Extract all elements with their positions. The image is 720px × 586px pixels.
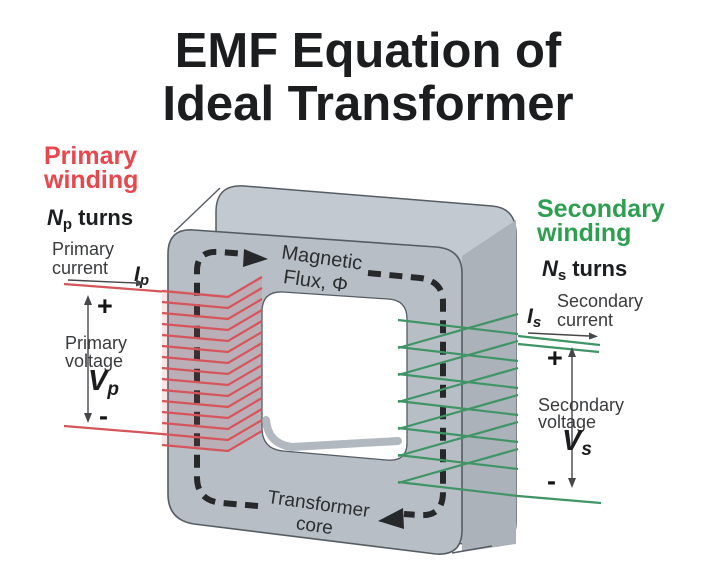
secondary-winding-turn	[397, 426, 519, 444]
core-window-inner-wall	[262, 416, 402, 452]
transformer-core	[167, 185, 517, 555]
secondary-winding	[397, 312, 602, 505]
secondary-current-arrowhead-icon	[589, 332, 598, 340]
primary-current-symbol: Ip	[134, 263, 149, 289]
secondary-lead-top-1	[517, 334, 601, 347]
primary-voltage-symbol: Vp	[88, 365, 119, 400]
primary-winding-turn	[161, 320, 263, 343]
primary-winding-turn	[161, 408, 263, 431]
primary-winding-turn	[161, 309, 263, 332]
primary-current-label-1: Primary	[52, 239, 114, 259]
secondary-winding-label-1: Secondary	[537, 195, 665, 223]
primary-lead-top	[63, 282, 163, 293]
secondary-winding-wrap	[397, 312, 519, 350]
flux-path-left	[194, 248, 259, 509]
primary-winding-turn	[161, 375, 263, 398]
secondary-winding-wrap	[397, 339, 519, 377]
core-right-side-face	[462, 220, 516, 552]
primary-current-arrowhead-icon	[136, 279, 145, 287]
primary-lead-bottom	[63, 424, 163, 436]
secondary-current-label-1: Secondary	[557, 291, 643, 311]
primary-voltage-label-2: voltage	[65, 351, 123, 371]
secondary-winding-turn	[397, 480, 519, 498]
primary-voltage-label-1: Primary	[65, 333, 127, 353]
primary-winding-turn	[161, 386, 263, 409]
primary-winding-turn	[161, 298, 263, 321]
primary-current-arrow	[67, 279, 137, 284]
primary-winding-turn	[161, 364, 263, 387]
primary-winding-turn	[161, 331, 263, 354]
magnetic-flux-loop	[194, 248, 446, 529]
secondary-voltage-symbol: Vs	[562, 425, 592, 460]
flux-path-right	[367, 270, 446, 519]
title-line-1: EMF Equation of	[175, 24, 562, 78]
flux-arrow-top-icon	[243, 249, 268, 267]
secondary-current-arrow	[527, 332, 590, 337]
secondary-winding-turn	[397, 399, 519, 417]
secondary-winding-wrap	[397, 420, 519, 458]
title-line-2: Ideal Transformer	[162, 77, 573, 131]
primary-minus-sign: -	[99, 401, 108, 431]
secondary-lead-bottom	[517, 494, 602, 505]
primary-winding-turn	[161, 287, 263, 310]
primary-plus-sign: +	[97, 291, 113, 321]
secondary-winding-turn	[397, 345, 519, 363]
secondary-winding-label-2: winding	[536, 219, 631, 247]
secondary-winding-wrap	[397, 366, 519, 404]
secondary-current-symbol: Is	[527, 305, 541, 331]
primary-winding-turn	[161, 353, 263, 376]
primary-winding-turn	[161, 430, 263, 453]
secondary-winding-wrap	[397, 393, 519, 431]
secondary-minus-sign: -	[547, 466, 556, 496]
primary-winding-turn	[161, 342, 263, 365]
primary-current-label-2: current	[52, 258, 108, 278]
primary-winding-label-2: winding	[43, 166, 138, 194]
core-window-hole	[261, 291, 408, 461]
secondary-voltage-arrowhead-down-icon	[568, 478, 576, 488]
primary-voltage-arrowhead-up-icon	[84, 295, 92, 305]
core-bevel-bottom-right	[451, 545, 493, 554]
secondary-winding-turns	[397, 312, 519, 498]
secondary-winding-turn	[397, 318, 519, 336]
secondary-plus-sign: +	[547, 343, 563, 373]
core-bevel-top-left	[173, 187, 221, 233]
title: EMF Equation of Ideal Transformer	[162, 24, 573, 131]
secondary-winding-turn	[397, 453, 519, 471]
secondary-voltage-arrowhead-up-icon	[568, 347, 576, 357]
primary-winding-turn	[161, 397, 263, 420]
core-label-line-2: core	[295, 513, 335, 539]
primary-voltage-arrowhead-down-icon	[84, 413, 92, 423]
secondary-voltage-label-1: Secondary	[538, 395, 624, 415]
secondary-current-label-2: current	[557, 310, 613, 330]
primary-winding-label-1: Primary	[44, 142, 137, 170]
secondary-winding-wrap	[397, 447, 519, 485]
secondary-winding-turn	[397, 372, 519, 390]
primary-winding-turns	[161, 276, 263, 453]
secondary-voltage-label-2: voltage	[538, 412, 596, 432]
flux-arrow-bottom-icon	[378, 508, 404, 529]
primary-winding	[63, 275, 263, 453]
primary-winding-turn	[161, 276, 263, 299]
secondary-lead-top-2	[517, 342, 600, 354]
primary-winding-turn	[161, 419, 263, 442]
